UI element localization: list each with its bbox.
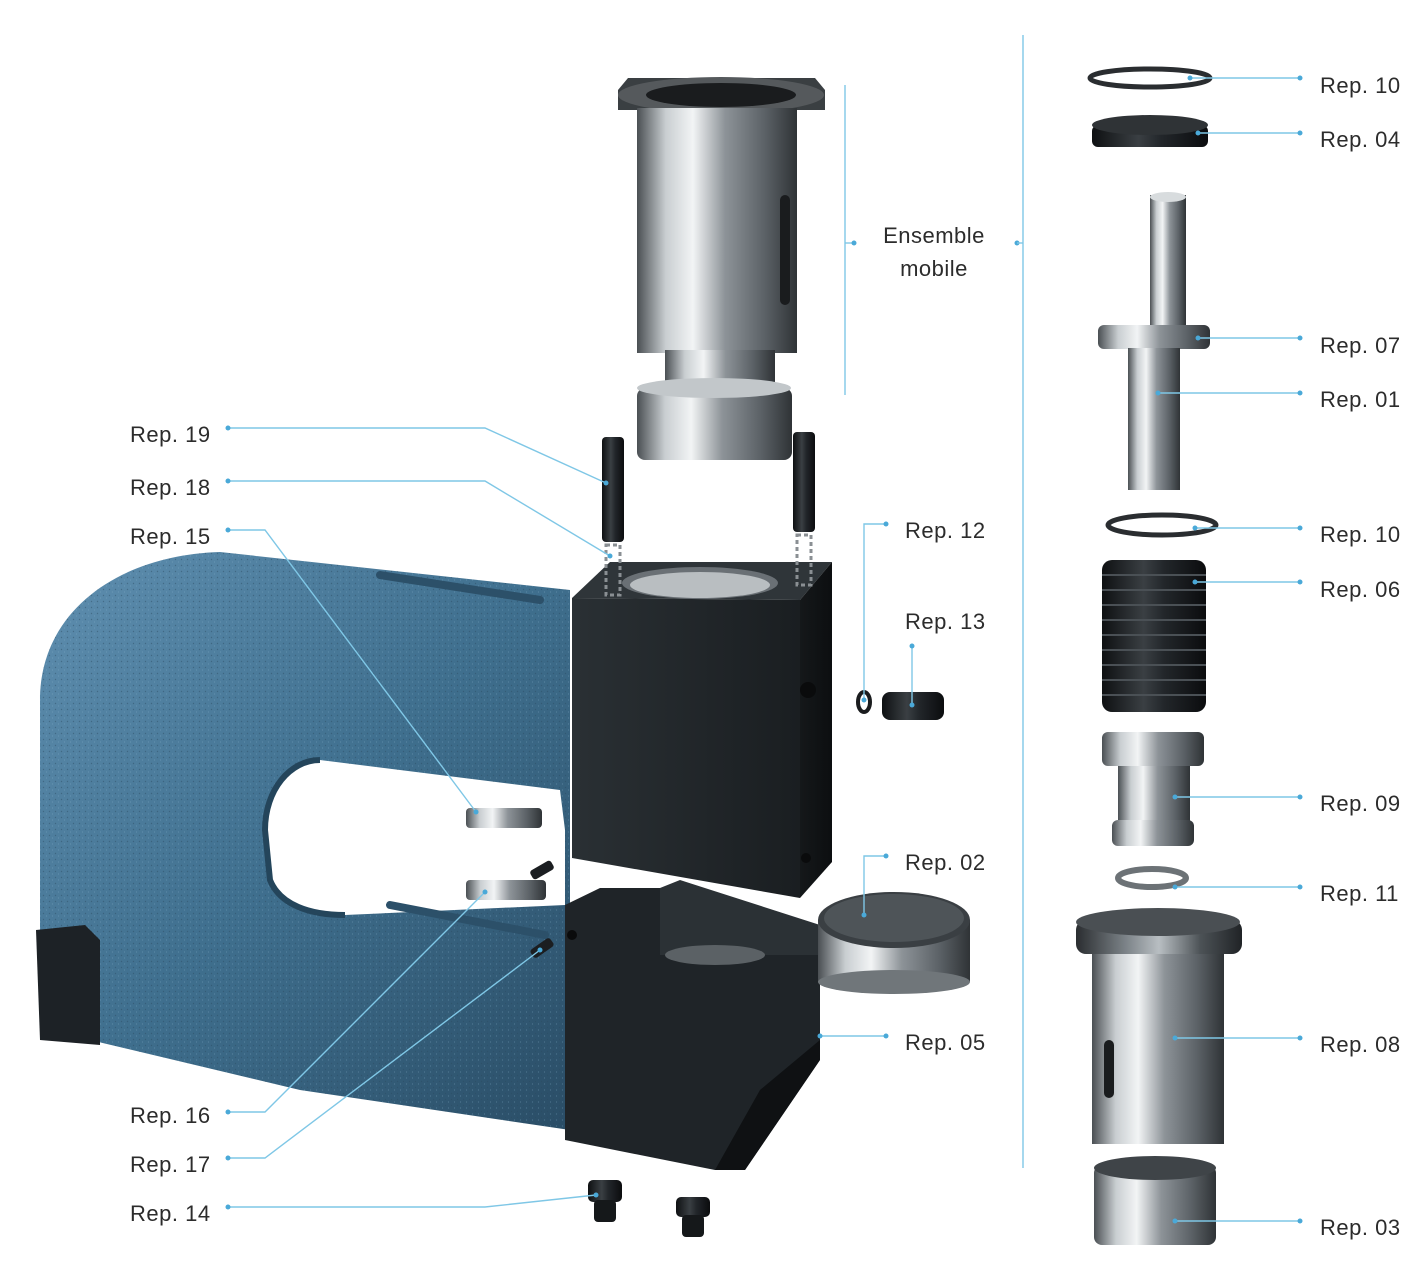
label-rep16: Rep. 16 <box>130 1103 211 1128</box>
ensemble-mobile-bracket <box>844 85 857 395</box>
label-rep03: Rep. 03 <box>1320 1215 1401 1240</box>
foot-screw-left <box>588 1180 622 1222</box>
group-label-line2: mobile <box>900 256 968 281</box>
stripper-pin-upper <box>466 808 542 828</box>
shim-ring <box>1115 866 1189 890</box>
label-rep04: Rep. 04 <box>1320 127 1401 152</box>
die-disc <box>818 892 970 994</box>
punch-shaft <box>1098 192 1210 490</box>
guide-pin-left <box>602 437 624 597</box>
upper-head-block <box>572 562 832 898</box>
label-rep06: Rep. 06 <box>1320 577 1401 602</box>
leader-lines-left <box>225 425 613 1210</box>
label-rep09: Rep. 09 <box>1320 791 1401 816</box>
leader-lines-right <box>1155 75 1303 1224</box>
group-label-line1: Ensemble <box>883 223 985 248</box>
lower-die-block <box>565 880 820 1170</box>
label-rep10-top: Rep. 10 <box>1320 73 1401 98</box>
label-rep02: Rep. 02 <box>905 850 986 875</box>
label-rep10-mid: Rep. 10 <box>1320 522 1401 547</box>
stripper-pin-lower <box>466 880 546 900</box>
label-rep01: Rep. 01 <box>1320 387 1401 412</box>
label-rep14: Rep. 14 <box>130 1201 211 1226</box>
label-rep18: Rep. 18 <box>130 475 211 500</box>
retaining-ring-mid <box>1105 512 1219 538</box>
label-rep12: Rep. 12 <box>905 518 986 543</box>
label-rep15: Rep. 15 <box>130 524 211 549</box>
label-rep13: Rep. 13 <box>905 609 986 634</box>
label-rep08: Rep. 08 <box>1320 1032 1401 1057</box>
lock-nut <box>1094 1156 1216 1245</box>
leader-lines-middle <box>817 521 915 1039</box>
guide-pin-right <box>793 432 815 587</box>
small-screw-upper <box>530 860 554 880</box>
guide-bushing <box>1102 732 1204 846</box>
sleeve-cylinder <box>1076 908 1242 1144</box>
label-rep05: Rep. 05 <box>905 1030 986 1055</box>
right-column-bracket <box>1014 35 1024 1168</box>
press-frame <box>36 552 570 1130</box>
punch-holder-assembly <box>618 77 825 460</box>
label-rep19: Rep. 19 <box>130 422 211 447</box>
spring-stack <box>1102 560 1206 712</box>
nut-disc <box>1092 115 1208 147</box>
foot-screw-right <box>676 1197 710 1237</box>
label-rep07: Rep. 07 <box>1320 333 1401 358</box>
label-rep11: Rep. 11 <box>1320 881 1399 906</box>
label-rep17: Rep. 17 <box>130 1152 211 1177</box>
